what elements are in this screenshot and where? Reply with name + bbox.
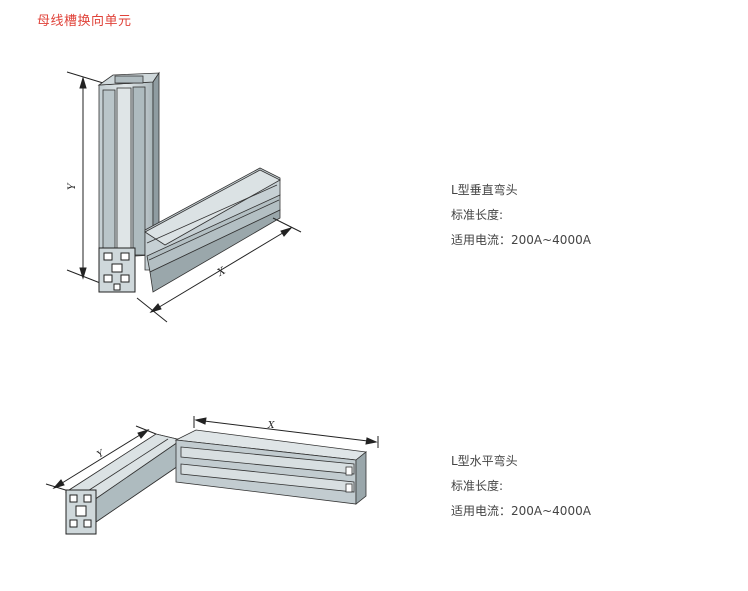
dim-label-x: X xyxy=(267,421,275,431)
horizontal-bar xyxy=(144,167,281,293)
current-label: 适用电流：200A~4000A xyxy=(451,504,591,518)
horizontal-elbow-figure: Y xyxy=(36,412,386,552)
horizontal-elbow-spec: L型水平弯头 标准长度: 适用电流：200A~4000A xyxy=(451,449,591,524)
end-profile xyxy=(98,247,136,293)
dimension-line-x xyxy=(136,217,302,323)
dimension-line-x xyxy=(193,416,379,448)
unit-name: L型水平弯头 xyxy=(451,454,518,468)
dim-label-y: Y xyxy=(67,182,78,190)
unit-name: L型垂直弯头 xyxy=(451,183,518,197)
vertical-elbow-figure: Y xyxy=(55,60,315,335)
dim-label-y: Y xyxy=(96,448,107,460)
length-label: 标准长度: xyxy=(451,479,504,493)
length-label: 标准长度: xyxy=(451,208,504,222)
page-title: 母线槽换向单元 xyxy=(37,14,132,29)
vertical-elbow-spec: L型垂直弯头 标准长度: 适用电流：200A~4000A xyxy=(451,178,591,253)
current-label: 适用电流：200A~4000A xyxy=(451,233,591,247)
right-arm xyxy=(174,429,367,505)
end-profile xyxy=(65,489,97,535)
